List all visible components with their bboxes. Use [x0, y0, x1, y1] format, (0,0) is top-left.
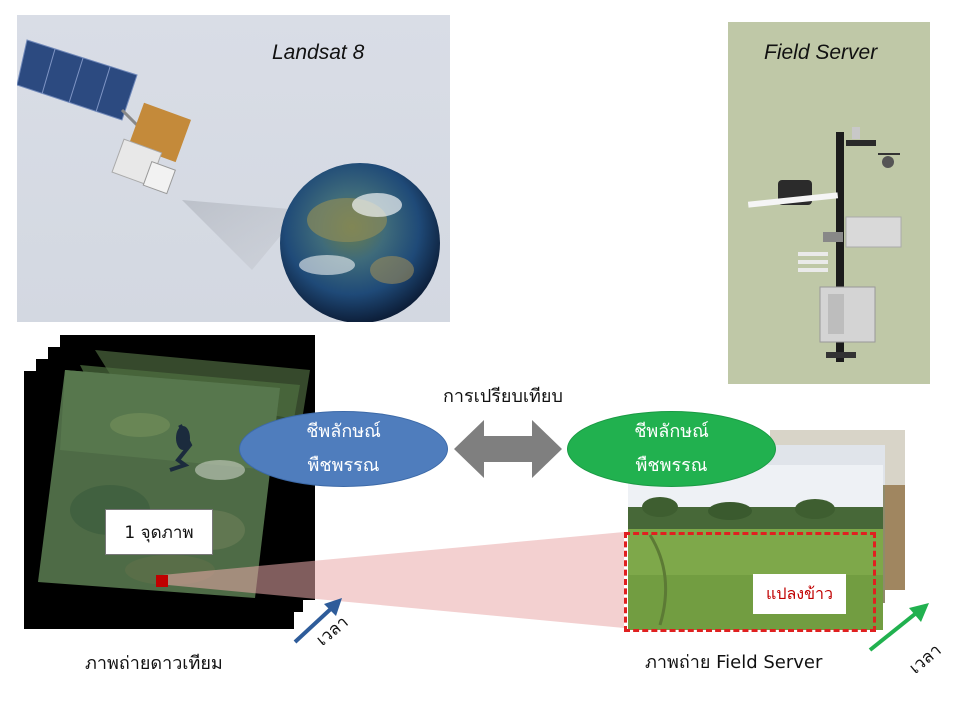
satellite-vegetation-index: ชีพลักษณ์ พืชพรรณ: [239, 411, 448, 487]
compare-double-arrow-icon: [454, 420, 562, 478]
time-arrow-left-icon: [293, 598, 342, 644]
comparison-label: การเปรียบเทียบ: [443, 386, 563, 407]
sensor-beam: [167, 185, 302, 270]
field-index-line2: พืชพรรณ: [635, 455, 708, 476]
satellite-earth-illustration: [17, 39, 440, 322]
rice-plot-label: แปลงข้าว: [753, 574, 846, 614]
time-arrow-right-icon: [868, 603, 929, 652]
pixel-marker: [156, 575, 168, 587]
satellite-index-line1: ชีพลักษณ์: [306, 421, 381, 442]
satellite-index-line2: พืชพรรณ: [307, 455, 380, 476]
field-vegetation-index: ชีพลักษณ์ พืชพรรณ: [567, 411, 776, 487]
rice-plot-outline: [624, 532, 876, 632]
field-server-title: Field Server: [764, 41, 878, 64]
satellite-caption: ภาพถ่ายดาวเทียม: [85, 653, 223, 674]
landsat-panel: Landsat 8: [17, 15, 450, 322]
field-server-device-illustration: [747, 127, 902, 362]
field-index-line1: ชีพลักษณ์: [634, 421, 709, 442]
solar-panel: [17, 39, 138, 121]
pixel-label: 1 จุดภาพ: [105, 509, 213, 555]
field-server-panel: Field Server: [728, 22, 930, 384]
projection-beam: [162, 532, 624, 628]
landsat-title: Landsat 8: [272, 41, 365, 64]
field-caption: ภาพถ่าย Field Server: [645, 652, 823, 673]
